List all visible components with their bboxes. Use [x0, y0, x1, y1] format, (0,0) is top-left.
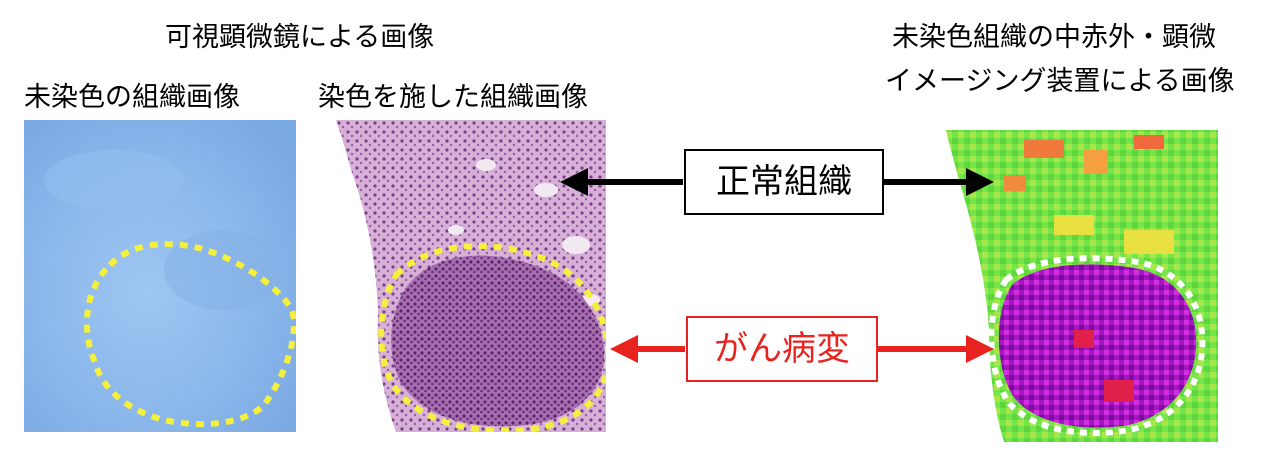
lesion-outline-infrared [988, 255, 1206, 436]
stained-visible-image-title: 染色を施した組織画像 [318, 82, 588, 113]
cancer-lesion-label: がん病変 [714, 329, 850, 369]
unstained-texture-a [44, 150, 184, 210]
alveolus-5 [448, 225, 464, 235]
alveolus-3 [562, 236, 590, 254]
cancer-lesion-label-box: がん病変 [686, 316, 878, 382]
infrared-image-title-line1: 未染色組織の中赤外・顕微 [892, 22, 1216, 53]
unstained-tissue-svg [24, 120, 296, 432]
infrared-image-title-line2: イメージング装置による画像 [885, 66, 1235, 97]
ir-hotspot-2 [1084, 150, 1108, 174]
stained-lesion-mass [391, 255, 605, 427]
alveolus-2 [534, 183, 558, 197]
normal-tissue-label-box: 正常組織 [684, 149, 884, 215]
unstained-texture-b [164, 230, 284, 310]
lesion-outline-stained [378, 243, 606, 432]
ir-hotspot-4 [1004, 175, 1026, 191]
infrared-svg [946, 130, 1218, 442]
stained-tissue-image [336, 120, 606, 432]
ir-lesion-red-1 [1104, 380, 1134, 402]
ir-yellow-1 [1054, 215, 1094, 235]
lesion-outline-unstained [83, 241, 296, 428]
ir-yellow-2 [1124, 230, 1174, 254]
infrared-lesion-mass [998, 264, 1197, 428]
alveolus-1 [476, 159, 496, 171]
infrared-image [934, 120, 1218, 442]
ir-lesion-red-2 [1074, 330, 1094, 348]
stained-tissue-svg [336, 120, 606, 432]
visible-microscope-group-title: 可視顕微鏡による画像 [165, 22, 435, 53]
ir-hotspot-1 [1024, 140, 1064, 158]
cancer-arrow-left-head [610, 335, 638, 363]
normal-tissue-label: 正常組織 [716, 162, 852, 202]
unstained-tissue-image [24, 120, 296, 432]
ir-hotspot-3 [1134, 135, 1164, 149]
unstained-visible-image-title: 未染色の組織画像 [24, 82, 240, 113]
